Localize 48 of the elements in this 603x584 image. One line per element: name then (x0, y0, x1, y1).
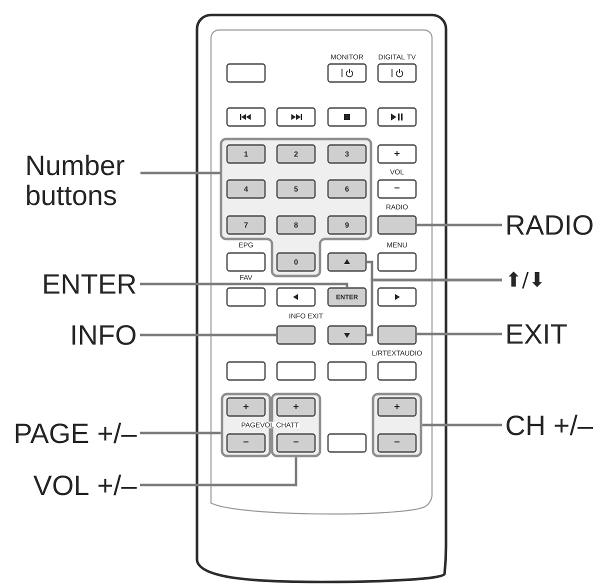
callout-label: CH +/– (506, 414, 594, 436)
button (327, 107, 367, 127)
button (377, 107, 417, 127)
button (377, 361, 417, 381)
leader-line (140, 432, 221, 434)
button (226, 63, 266, 83)
button: – (226, 433, 266, 453)
callout-label: RADIO (508, 215, 593, 235)
leader-line (140, 282, 348, 288)
button (327, 433, 367, 453)
button (276, 107, 316, 127)
button: – (377, 433, 417, 453)
leader-line (140, 172, 221, 174)
button (327, 325, 367, 345)
button (226, 107, 266, 127)
button (276, 325, 316, 345)
callout-label: PAGE +/– (16, 422, 137, 444)
button (226, 252, 266, 272)
button (377, 63, 417, 83)
callout-label: ENTER (44, 274, 136, 294)
button (327, 252, 367, 272)
leader-line (422, 424, 502, 426)
button: + (226, 397, 266, 417)
button (226, 361, 266, 381)
button (226, 287, 266, 307)
callout-label: ⬆/⬇ (508, 272, 542, 288)
button (377, 287, 417, 307)
callout-label: INFO (72, 325, 136, 345)
button: – (377, 179, 417, 199)
button: + (377, 144, 417, 164)
callout-label: Number buttons (27, 154, 124, 206)
leader-line (366, 278, 502, 336)
button (327, 63, 367, 83)
button: + (377, 397, 417, 417)
button (276, 361, 316, 381)
callout-label: VOL +/– (33, 474, 137, 496)
button (377, 252, 417, 272)
button: + (276, 397, 316, 417)
leader-line (416, 224, 502, 226)
button (377, 215, 417, 235)
leader-line (416, 332, 502, 336)
leader-line (140, 334, 276, 336)
button: – (276, 433, 316, 453)
callout-label: EXIT (508, 324, 567, 344)
leader-line (140, 457, 298, 486)
button (327, 361, 367, 381)
button (377, 325, 417, 345)
button (276, 287, 316, 307)
